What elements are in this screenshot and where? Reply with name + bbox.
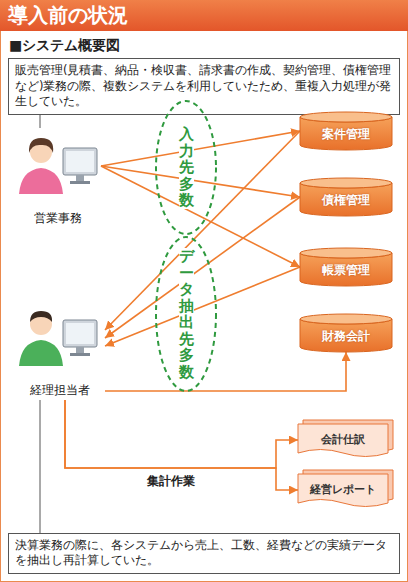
edge-label: 集計作業	[145, 473, 197, 490]
database-cylinder: 帳票管理	[300, 248, 392, 286]
flow-arrow	[105, 267, 300, 346]
node-label: 経理担当者	[30, 383, 90, 397]
flow-arrow	[105, 352, 346, 391]
front-sheet	[298, 474, 388, 507]
leader-line	[40, 115, 41, 128]
node-label: データ抽出先多数	[179, 248, 194, 380]
note-text: 決算業務の際に、各システムから売上、工数、経費などの実績データを抽出し再計算して…	[15, 538, 393, 569]
flow-arrow	[105, 131, 300, 330]
leader-line	[40, 400, 41, 533]
node-label: 案件管理	[322, 121, 370, 141]
dashed-outline	[156, 101, 216, 234]
section-heading: ■システム概要図	[9, 37, 120, 55]
database-cylinder: 財務会計	[300, 314, 392, 352]
cylinder-top	[300, 178, 392, 188]
cylinder-top	[300, 248, 392, 258]
sales-clerk-icon	[19, 138, 97, 194]
cylinder-top	[300, 112, 392, 122]
staff-figure: 経理担当者	[15, 300, 105, 400]
node-label: 帳票管理	[322, 257, 370, 277]
node-label: 経営レポート	[310, 483, 376, 496]
node-label: 営業事務	[34, 211, 82, 225]
flow-arrow	[105, 197, 300, 338]
accountant-icon	[19, 311, 97, 366]
database-cylinder: 債権管理	[300, 178, 392, 216]
front-sheet	[298, 424, 388, 457]
dashed-ellipse: データ抽出先多数	[155, 236, 217, 392]
title-band: 導入前の状況	[0, 0, 408, 31]
flow-arrow	[65, 400, 298, 490]
flow-arrow	[65, 400, 298, 468]
note-box: 販売管理(見積書、納品・検収書、請求書の作成、契約管理、債権管理など)業務の際、…	[8, 58, 400, 115]
document-stack: 経営レポート	[298, 474, 388, 506]
note-text: 販売管理(見積書、納品・検収書、請求書の作成、契約管理、債権管理など)業務の際、…	[15, 63, 393, 110]
node-label: 財務会計	[322, 323, 370, 343]
node-label: 債権管理	[322, 187, 370, 207]
dashed-ellipse: 入力先多数	[155, 100, 217, 235]
node-label: 会計仕訳	[321, 433, 365, 446]
dashed-outline	[156, 237, 216, 391]
flow-arrow	[101, 166, 300, 267]
note-box: 決算業務の際に、各システムから売上、工数、経費などの実績データを抽出し再計算して…	[8, 533, 400, 574]
database-cylinder: 案件管理	[300, 112, 392, 150]
document-stack: 会計仕訳	[298, 424, 388, 456]
staff-figure: 営業事務	[15, 128, 101, 228]
node-label: 入力先多数	[179, 126, 194, 209]
cylinder-top	[300, 314, 392, 324]
